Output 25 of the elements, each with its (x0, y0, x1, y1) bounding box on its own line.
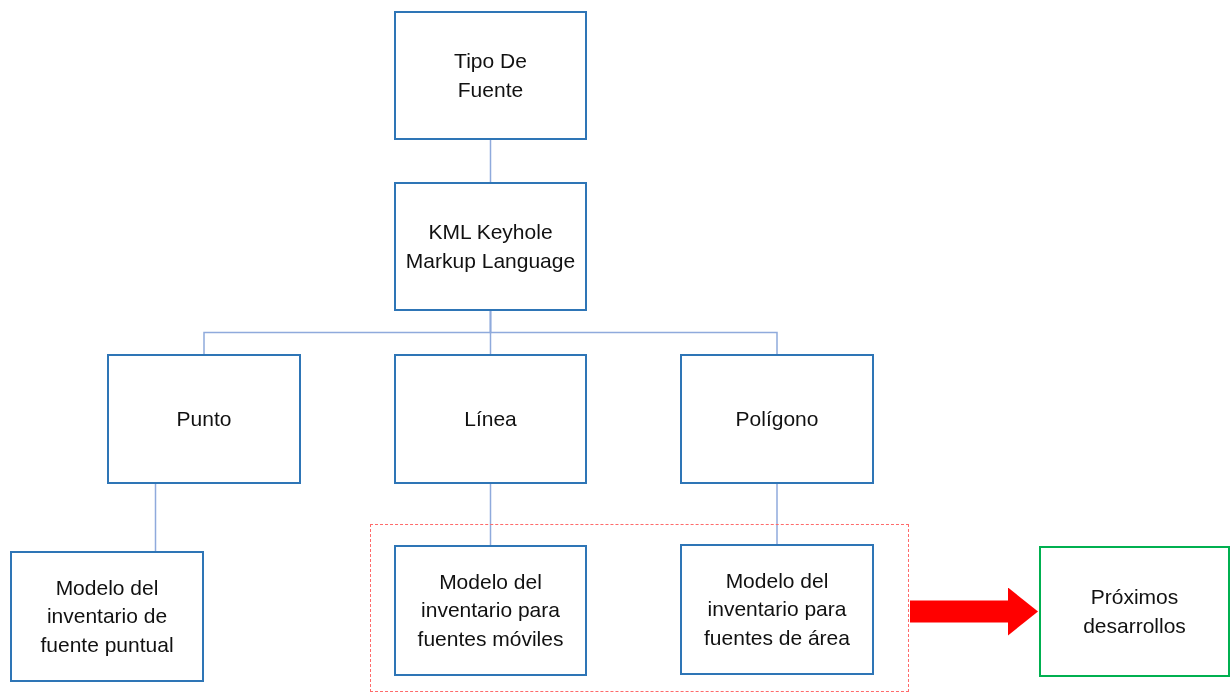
connector-line (489, 310, 778, 355)
process-box (107, 354, 301, 484)
box-label: Modelo del inventario de fuente puntual (39, 575, 175, 658)
connector-line (489, 139, 492, 183)
process-box (10, 551, 204, 682)
arrow (910, 587, 1038, 636)
process-box (394, 182, 587, 311)
box-label: Polígono (735, 405, 819, 432)
process-box (680, 544, 874, 675)
box-label: Modelo del inventario para fuentes de área (703, 568, 851, 651)
connector-line (776, 483, 778, 545)
box-label: Punto (176, 405, 232, 432)
connector-line (154, 483, 157, 552)
process-box (680, 354, 874, 484)
process-box (394, 545, 587, 676)
dashed-group-box (370, 524, 909, 692)
process-box (394, 11, 587, 140)
box-label: Modelo del inventario para fuentes móviles (416, 569, 565, 652)
box-label: Línea (464, 405, 517, 432)
connector-line (489, 483, 492, 546)
box-label: KML Keyhole Markup Language (404, 219, 577, 274)
next-steps-box (1039, 546, 1230, 677)
box-label: Tipo De Fuente (453, 48, 528, 103)
process-box (394, 354, 587, 484)
box-label: Próximos desarrollos (1082, 584, 1187, 639)
